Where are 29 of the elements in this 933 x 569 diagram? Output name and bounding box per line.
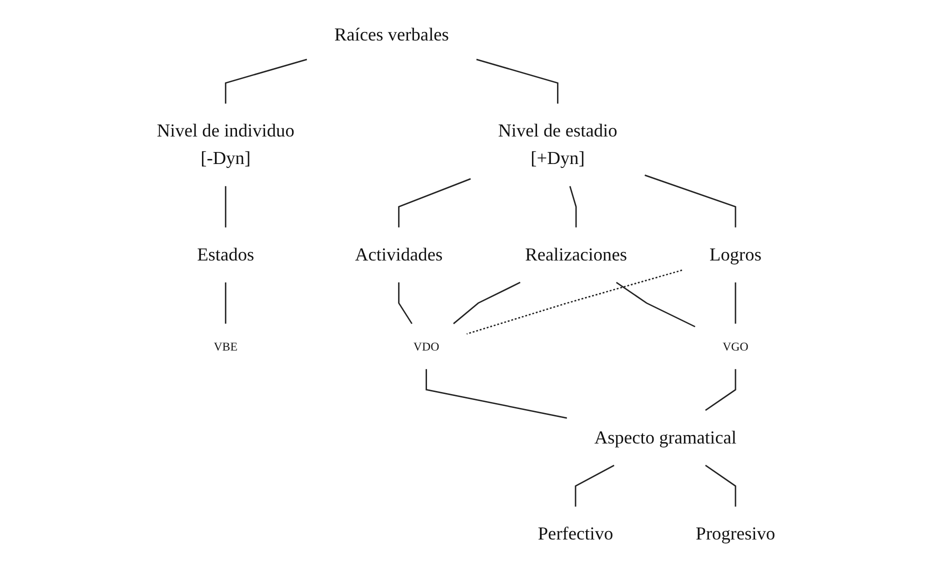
connector — [645, 174, 737, 228]
node-text: Aspecto gramatical — [594, 428, 737, 448]
connector — [398, 178, 472, 228]
node-text: Estados — [198, 244, 255, 266]
connector — [426, 369, 568, 419]
connector — [706, 369, 737, 411]
connector — [616, 282, 696, 328]
node-text: Progresivo — [696, 524, 776, 544]
node-text: Realizaciones — [526, 244, 628, 266]
connector — [467, 270, 683, 335]
connector — [398, 282, 413, 324]
node-text: VDO — [414, 339, 440, 354]
connector — [225, 186, 227, 228]
node-text: Nivel de individuo [-Dyn] — [157, 121, 295, 169]
connector — [225, 58, 308, 104]
node-text: Perfectivo — [538, 524, 614, 544]
connector — [575, 464, 615, 507]
connector — [454, 282, 521, 324]
node-text: Raíces verbales — [334, 24, 450, 45]
connector — [706, 464, 737, 507]
connector — [476, 58, 559, 104]
connector — [735, 282, 737, 324]
node-text: VGO — [723, 339, 749, 354]
node-text: Nivel de estadio [+Dyn] — [498, 121, 618, 169]
connector — [225, 282, 227, 324]
node-text: Actividades — [355, 244, 444, 266]
node-text: VBE — [214, 339, 238, 354]
node-text: Logros — [710, 244, 762, 266]
connector — [570, 186, 578, 228]
